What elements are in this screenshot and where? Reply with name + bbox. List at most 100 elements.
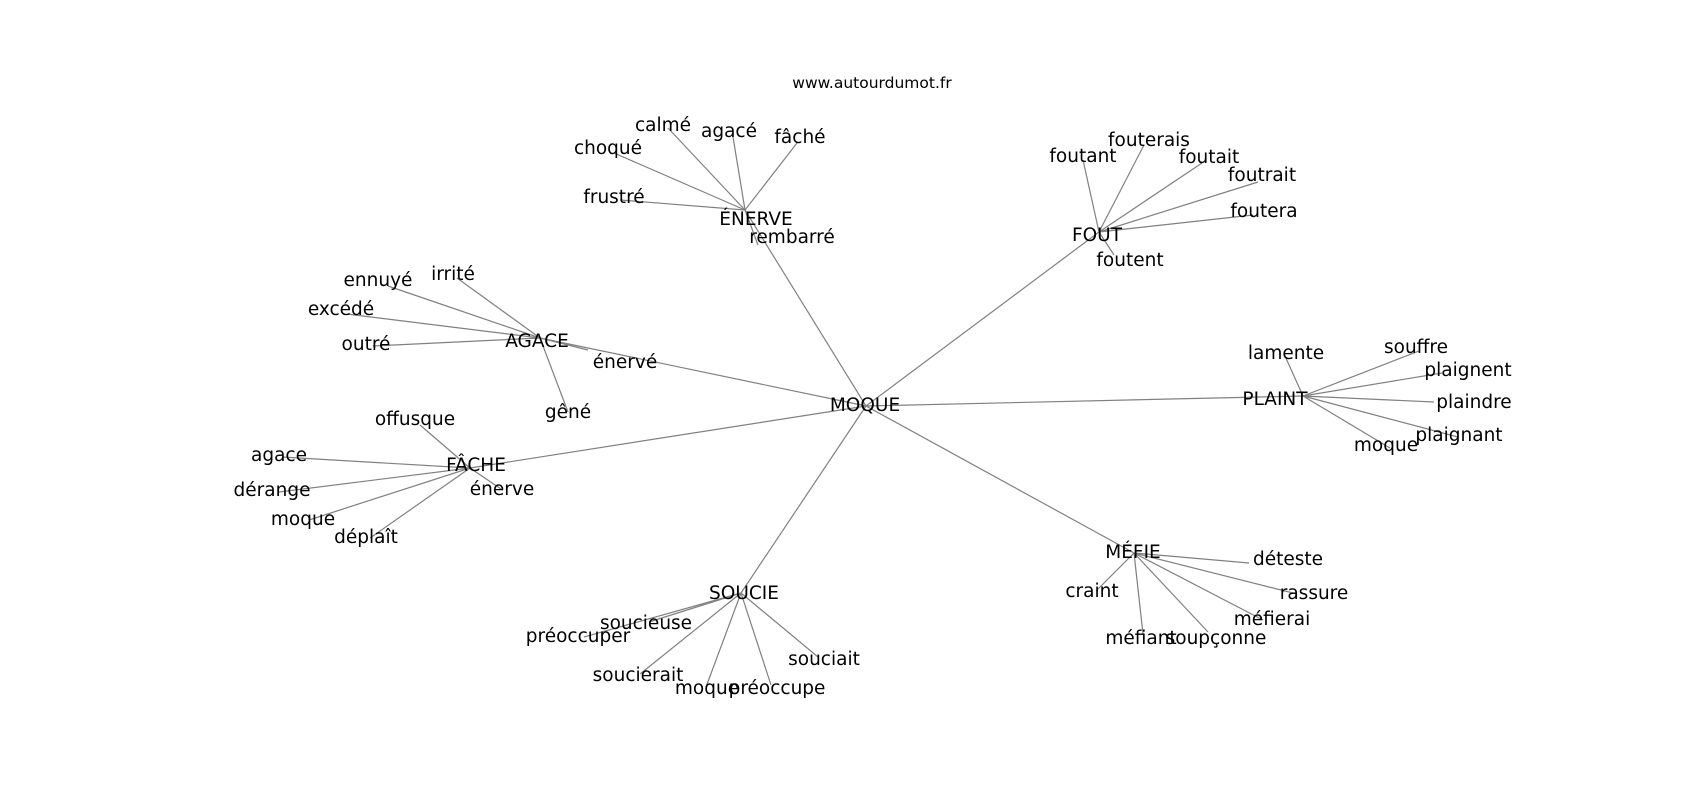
word-node[interactable]: soucieuse — [600, 613, 692, 634]
edge-hub-to-word — [469, 467, 502, 490]
word-node[interactable]: moque — [271, 509, 335, 530]
word-node[interactable]: craint — [1065, 581, 1118, 602]
edge-hub-to-word — [281, 456, 471, 469]
edge-hub-to-word — [1302, 395, 1435, 403]
edge-hub-to-word — [1133, 552, 1144, 635]
edge-hub-to-word — [744, 142, 798, 211]
word-node[interactable]: rembarré — [749, 227, 835, 248]
word-node[interactable]: énerve — [470, 479, 534, 500]
graph-nodes: MOQUE ÉNERVE calmé agacé fâché choqué frustré r… — [234, 115, 1512, 699]
word-node[interactable]: rassure — [1280, 583, 1349, 604]
word-node[interactable]: excédé — [308, 299, 374, 320]
word-node[interactable]: soupçonne — [1166, 628, 1267, 649]
edge-hub-to-word — [1133, 552, 1250, 564]
edge-hub-to-word — [1095, 552, 1135, 592]
word-node[interactable]: choqué — [574, 138, 642, 159]
word-node[interactable]: souffre — [1384, 337, 1448, 358]
edge-hub-to-word — [539, 337, 569, 413]
word-node[interactable]: déplaît — [334, 527, 398, 548]
edge-hub-to-word — [539, 337, 589, 351]
word-node[interactable]: foutrait — [1228, 165, 1296, 186]
edge-center-to-hub — [744, 209, 867, 407]
edge-hub-to-word — [1098, 144, 1145, 233]
edge-hub-to-word — [705, 592, 742, 688]
word-node[interactable]: foutera — [1230, 201, 1297, 222]
word-node[interactable]: méfiant — [1105, 628, 1176, 649]
edge-hub-to-word — [278, 467, 471, 493]
word-node[interactable]: calmé — [635, 115, 691, 136]
edge-center-to-hub — [539, 337, 867, 407]
edge-hub-to-word — [744, 209, 759, 246]
hub-node[interactable]: MÉFIE — [1105, 541, 1160, 563]
edge-hub-to-word — [740, 592, 772, 686]
edge-hub-to-word — [1098, 214, 1254, 233]
word-node[interactable]: plaindre — [1436, 392, 1511, 413]
word-node[interactable]: lamente — [1248, 343, 1324, 364]
hub-node[interactable]: SOUCIE — [709, 583, 779, 604]
word-node[interactable]: foutait — [1179, 147, 1240, 168]
edge-hub-to-word — [369, 467, 471, 539]
word-node[interactable]: soucierait — [593, 665, 684, 686]
edge-hub-to-word — [456, 277, 541, 339]
edge-hub-to-word — [740, 592, 819, 658]
word-node[interactable]: agace — [251, 445, 307, 466]
word-node[interactable]: plaignent — [1424, 360, 1511, 381]
word-node[interactable]: préoccuper — [526, 626, 631, 647]
word-node[interactable]: fâché — [774, 127, 825, 148]
word-node[interactable]: énervé — [593, 352, 657, 373]
hub-node[interactable]: FOUT — [1072, 225, 1123, 246]
word-node[interactable]: irrité — [431, 264, 475, 285]
word-node[interactable]: offusque — [375, 409, 455, 430]
word-node[interactable]: gêné — [545, 402, 591, 423]
word-node[interactable]: souciait — [788, 649, 860, 670]
source-label: www.autourdumot.fr — [792, 74, 952, 92]
edge-hub-to-word — [1098, 162, 1203, 233]
edge-center-to-hub — [865, 395, 1304, 407]
edge-hub-to-word — [372, 337, 541, 347]
word-node[interactable]: déteste — [1253, 549, 1323, 570]
edge-hub-to-word — [613, 152, 746, 211]
edge-hub-to-word — [387, 285, 541, 339]
hub-node[interactable]: FÂCHE — [446, 454, 506, 476]
edge-hub-to-word — [346, 313, 541, 339]
hub-node[interactable]: PLAINT — [1242, 389, 1308, 410]
word-node[interactable]: préoccupe — [729, 678, 826, 699]
edge-center-to-hub — [865, 231, 1100, 407]
graph-edges — [278, 127, 1459, 688]
word-node[interactable]: fouterais — [1108, 130, 1190, 151]
edge-hub-to-word — [1302, 395, 1391, 449]
word-node[interactable]: foutant — [1049, 146, 1116, 167]
word-node[interactable]: moque — [1354, 435, 1418, 456]
edge-center-to-hub — [740, 405, 867, 594]
edge-hub-to-word — [1133, 552, 1209, 633]
word-node[interactable]: agacé — [701, 121, 757, 142]
edge-center-to-hub — [469, 405, 867, 469]
edge-hub-to-word — [1302, 350, 1420, 397]
edge-hub-to-word — [1098, 181, 1259, 233]
word-node[interactable]: outré — [342, 334, 391, 355]
edge-hub-to-word — [667, 127, 746, 211]
word-node[interactable]: foutent — [1096, 250, 1163, 271]
center-node[interactable]: MOQUE — [830, 395, 900, 416]
word-node[interactable]: ennuyé — [344, 270, 413, 291]
edge-hub-to-word — [1082, 159, 1100, 233]
edge-center-to-hub — [865, 405, 1135, 554]
word-node[interactable]: moque — [675, 678, 739, 699]
edge-hub-to-word — [308, 467, 471, 521]
edge-hub-to-word — [1098, 231, 1115, 256]
edge-hub-to-word — [732, 136, 746, 211]
word-node[interactable]: méfierai — [1234, 609, 1311, 630]
edge-hub-to-word — [1133, 552, 1264, 621]
hub-node[interactable]: ÉNERVE — [719, 208, 792, 230]
word-node[interactable]: plaignant — [1415, 425, 1502, 446]
word-node[interactable]: frustré — [583, 187, 644, 208]
edge-hub-to-word — [619, 199, 746, 211]
edge-hub-to-word — [1284, 355, 1304, 397]
edge-hub-to-word — [639, 592, 742, 675]
edge-hub-to-word — [1302, 372, 1443, 397]
word-node[interactable]: dérange — [234, 480, 311, 501]
hub-node[interactable]: AGACE — [505, 331, 569, 352]
edge-hub-to-word — [583, 592, 742, 638]
edge-hub-to-word — [1302, 395, 1459, 438]
